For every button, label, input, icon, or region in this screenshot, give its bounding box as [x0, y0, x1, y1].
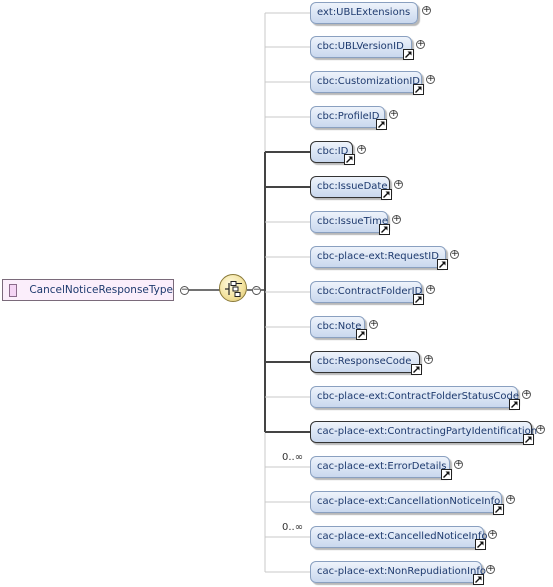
schema-element[interactable]: cbc:ProfileID [310, 106, 387, 130]
expand-toggle[interactable]: + [486, 564, 495, 574]
expand-toggle[interactable]: + [506, 494, 515, 504]
reference-arrow-icon [509, 399, 520, 410]
element-name: cac-place-ext:CancellationNoticeInfo [317, 496, 501, 507]
schema-element[interactable]: cac-place-ext:ErrorDetails [310, 456, 452, 480]
cardinality-label: 0..∞ [282, 522, 304, 533]
element-name: cac-place-ext:ErrorDetails [317, 461, 447, 472]
root-type-label: CancelNoticeResponseType [29, 284, 173, 296]
expand-toggle[interactable]: + [454, 459, 463, 469]
schema-element[interactable]: cbc:ResponseCode [310, 351, 422, 375]
expand-toggle[interactable]: + [369, 319, 378, 329]
schema-element[interactable]: cbc:ContractFolderID [310, 281, 424, 305]
element-name: cac-place-ext:CancelledNoticeInfo [317, 531, 488, 542]
element-name: cbc:ResponseCode [317, 356, 412, 367]
reference-arrow-icon [376, 119, 387, 130]
element-name: cbc-place-ext:ContractFolderStatusCode [317, 391, 520, 402]
complex-type-icon [9, 283, 18, 297]
element-name: cbc:UBLVersionID [317, 41, 404, 52]
expand-toggle[interactable]: + [357, 144, 366, 154]
element-name: cbc:ProfileID [317, 111, 380, 122]
schema-element[interactable]: cbc:ID [310, 141, 355, 165]
reference-arrow-icon [493, 504, 504, 515]
expand-toggle[interactable]: + [422, 5, 431, 15]
element-name: cac-place-ext:NonRepudiationInfo [317, 566, 487, 577]
expand-toggle[interactable]: + [450, 249, 459, 259]
schema-element[interactable]: cbc-place-ext:ContractFolderStatusCode [310, 386, 520, 410]
expand-toggle[interactable]: + [394, 179, 403, 189]
schema-element[interactable]: cac-place-ext:ContractingPartyIdentifica… [310, 421, 537, 445]
schema-element[interactable]: cbc:CustomizationID [310, 71, 424, 95]
sequence-compositor[interactable] [219, 274, 247, 302]
reference-arrow-icon [403, 49, 414, 60]
root-complex-type[interactable]: CancelNoticeResponseType [2, 279, 174, 301]
sequence-collapse-toggle[interactable]: − [252, 285, 261, 295]
reference-arrow-icon [413, 294, 424, 305]
reference-arrow-icon [356, 329, 367, 340]
schema-element[interactable]: cbc:UBLVersionID [310, 36, 414, 60]
expand-toggle[interactable]: + [389, 109, 398, 119]
schema-element[interactable]: cbc-place-ext:RequestID [310, 246, 448, 270]
sequence-icon [225, 281, 242, 297]
reference-arrow-icon [437, 259, 448, 270]
reference-arrow-icon [344, 154, 355, 165]
expand-toggle[interactable]: + [536, 424, 545, 434]
reference-arrow-icon [441, 469, 452, 480]
schema-element[interactable]: cbc:IssueTime [310, 211, 390, 235]
element-name: cbc-place-ext:RequestID [317, 251, 439, 262]
expand-toggle[interactable]: + [426, 74, 435, 84]
cardinality-label: 0..∞ [282, 452, 304, 463]
reference-arrow-icon [411, 364, 422, 375]
element-name: cbc:Note [317, 321, 362, 332]
root-collapse-toggle[interactable]: − [180, 285, 189, 295]
reference-arrow-icon [473, 574, 484, 585]
schema-element[interactable]: cac-place-ext:CancellationNoticeInfo [310, 491, 504, 515]
reference-arrow-icon [523, 434, 534, 445]
reference-arrow-icon [379, 224, 390, 235]
element-name: cbc:IssueTime [317, 216, 389, 227]
schema-element[interactable]: cac-place-ext:NonRepudiationInfo [310, 561, 486, 585]
element-name: cac-place-ext:ContractingPartyIdentifica… [317, 426, 538, 437]
expand-toggle[interactable]: + [488, 529, 497, 539]
expand-toggle[interactable]: + [416, 39, 425, 49]
reference-arrow-icon [381, 189, 392, 200]
element-name: cbc:IssueDate [317, 181, 388, 192]
element-name: cbc:ID [317, 146, 349, 157]
element-name: cbc:CustomizationID [317, 76, 420, 87]
reference-arrow-icon [413, 84, 424, 95]
schema-element[interactable]: cbc:Note [310, 316, 367, 340]
schema-element[interactable]: cbc:IssueDate [310, 176, 392, 200]
expand-toggle[interactable]: + [426, 284, 435, 294]
schema-element[interactable]: cac-place-ext:CancelledNoticeInfo [310, 526, 488, 550]
schema-element[interactable]: ext:UBLExtensions [310, 2, 418, 24]
expand-toggle[interactable]: + [392, 214, 401, 224]
element-name: ext:UBLExtensions [317, 7, 411, 18]
expand-toggle[interactable]: + [424, 354, 433, 364]
expand-toggle[interactable]: + [522, 389, 531, 399]
element-name: cbc:ContractFolderID [317, 286, 423, 297]
reference-arrow-icon [475, 539, 486, 550]
